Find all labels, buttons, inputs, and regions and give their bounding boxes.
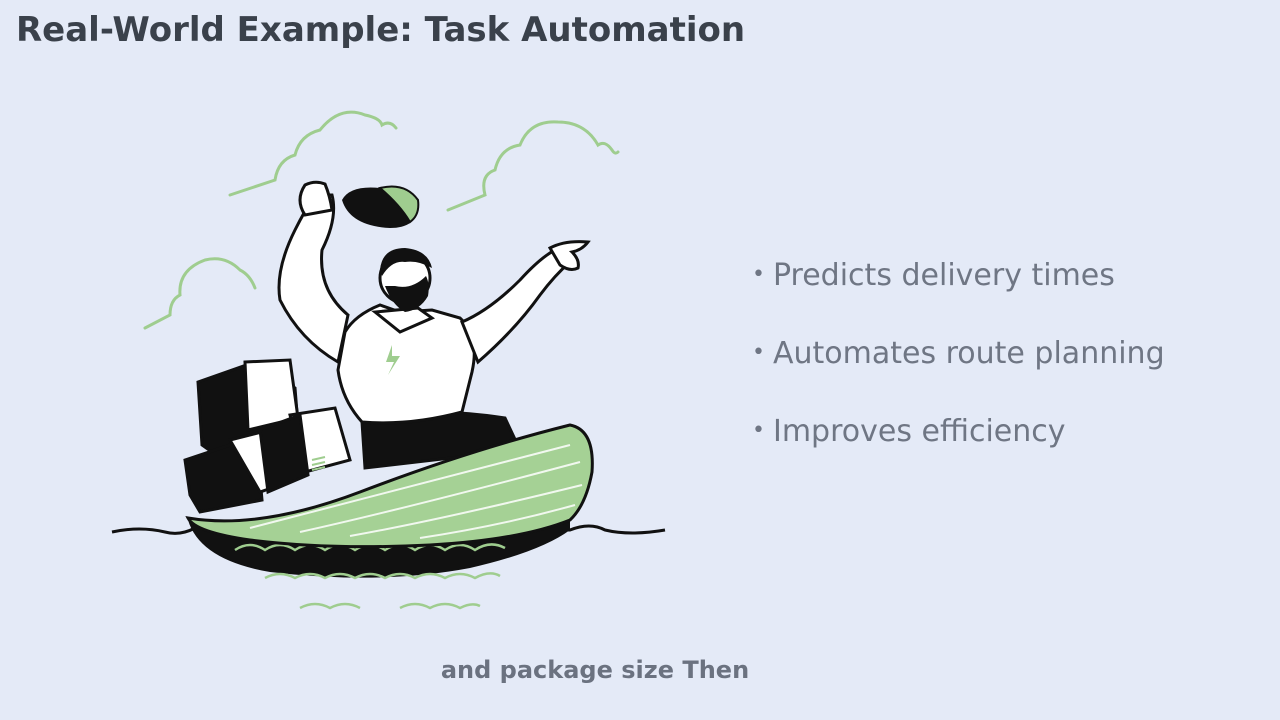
bullet-item: • Automates route planning	[752, 336, 1165, 414]
bullet-dot: •	[752, 340, 765, 365]
slide-title: Real-World Example: Task Automation	[16, 10, 746, 50]
man-right-hand	[547, 240, 591, 271]
subtitle-caption: and package size Then	[440, 656, 750, 684]
bullet-list: • Predicts delivery times • Automates rout…	[752, 258, 1165, 492]
man-right-arm	[460, 248, 573, 365]
wave-line	[264, 572, 501, 580]
cloud-icon	[228, 110, 398, 197]
bullet-dot: •	[752, 262, 765, 287]
man-shirt	[336, 303, 476, 425]
bullet-item: • Predicts delivery times	[752, 258, 1165, 336]
man-beard	[385, 276, 429, 312]
bullet-text: Improves efficiency	[772, 414, 1066, 449]
man-hair	[380, 248, 432, 276]
wave-line	[299, 602, 481, 610]
lightning-icon	[386, 345, 400, 375]
cap-visor	[377, 185, 420, 224]
bullet-item: • Improves efficiency	[752, 414, 1165, 492]
bullet-text: Predicts delivery times	[772, 258, 1115, 293]
boat-deck	[185, 423, 594, 549]
delivery-boat-illustration	[111, 110, 666, 610]
man-left-arm	[277, 193, 350, 365]
cloud-icon	[143, 257, 257, 330]
package-box	[258, 412, 310, 495]
man-left-hand	[298, 180, 334, 217]
bullet-text: Automates route planning	[772, 336, 1165, 371]
cloud-icon	[446, 120, 620, 212]
bullet-dot: •	[752, 418, 765, 443]
